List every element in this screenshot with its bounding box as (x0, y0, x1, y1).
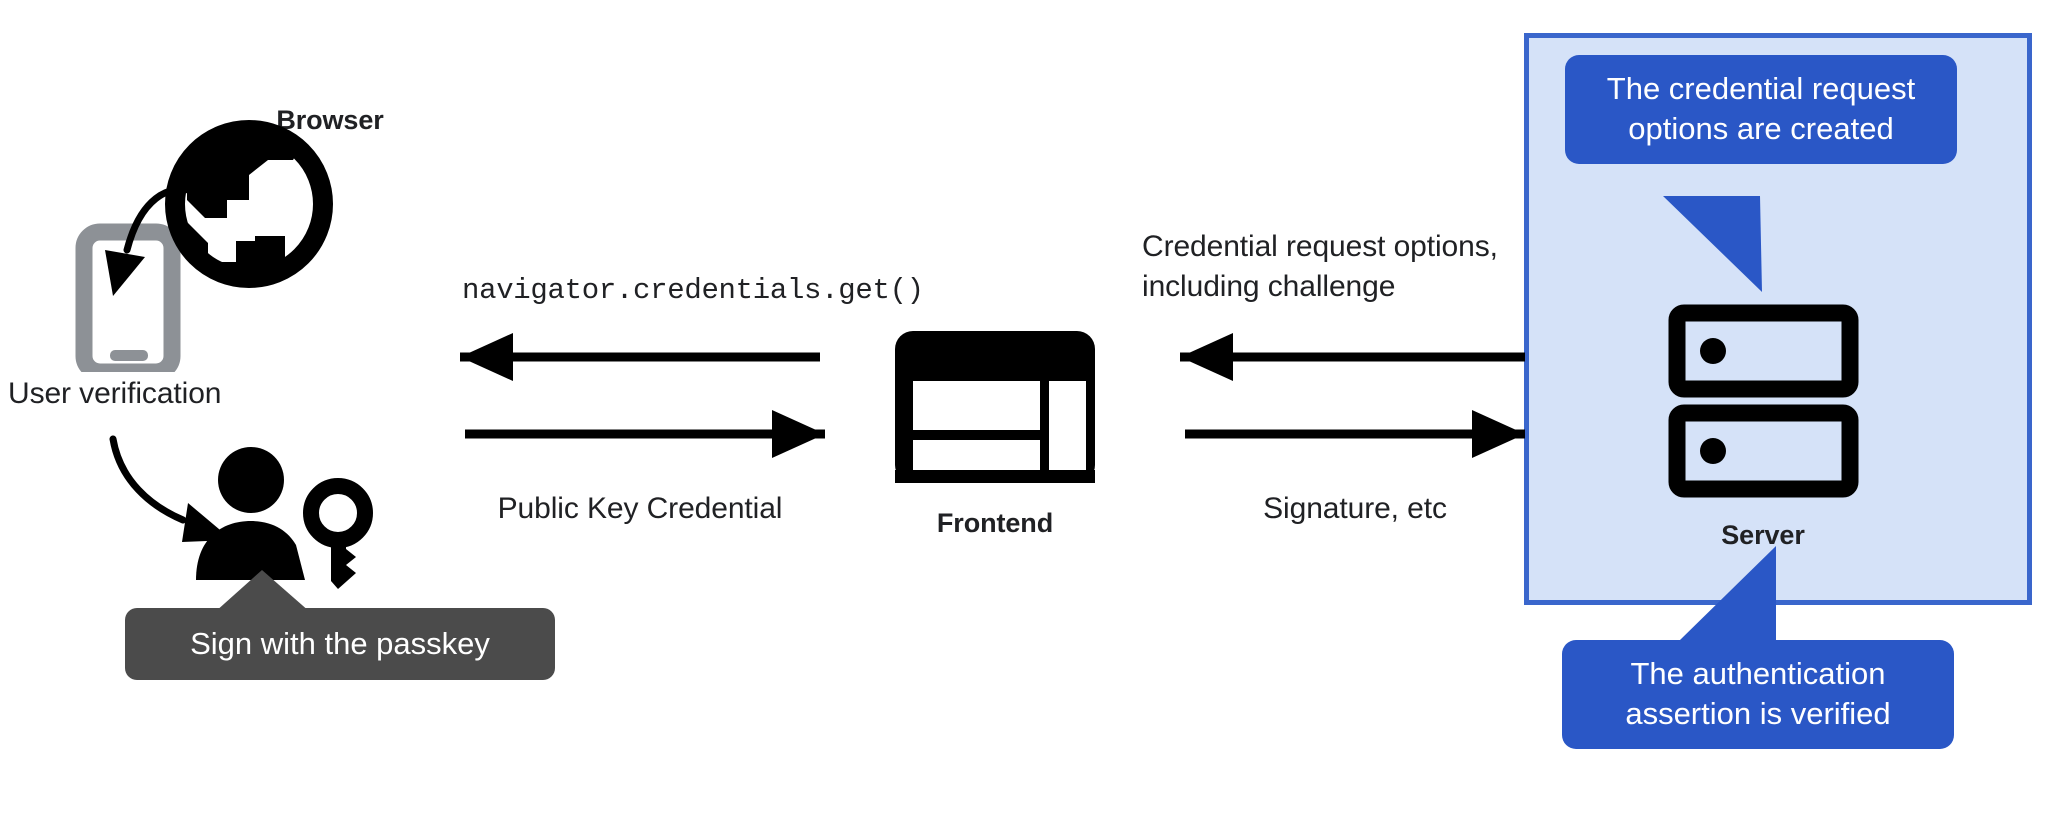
public-key-credential-label: Public Key Credential (497, 492, 783, 525)
person-with-key-icon (196, 447, 373, 589)
passkey-tooltip-tail (215, 570, 310, 612)
browser-label: Browser (276, 105, 384, 135)
callout-bottom-tail (1680, 546, 1776, 640)
callout-top-line2: options are created (1628, 110, 1894, 146)
user-verification-label-backdrop (2, 372, 260, 416)
arrow-credential-options-leftward (1180, 333, 1525, 381)
globe-icon (165, 120, 333, 288)
server-label: Server (1721, 520, 1805, 550)
passkey-tooltip-text: Sign with the passkey (190, 626, 490, 661)
callout-top-line1: The credential request (1606, 71, 1916, 106)
callout-top-tail (1663, 196, 1762, 292)
arrow-public-key-credential-rightward (465, 410, 825, 458)
credential-request-options-line2: including challenge (1142, 270, 1396, 303)
signature-etc-label: Signature, etc (1263, 492, 1447, 525)
credential-request-options-line1: Credential request options, (1142, 230, 1498, 263)
server-rack-icon (1668, 304, 1859, 498)
callout-bottom-line2: assertion is verified (1625, 695, 1891, 731)
passkey-tooltip: Sign with the passkey (125, 608, 555, 680)
navigator-credentials-get-label: navigator.credentials.get() (462, 274, 924, 307)
arrow-get-credentials-leftward (460, 333, 820, 381)
arrow-signature-rightward (1185, 410, 1525, 458)
arrow-browser-to-phone (105, 185, 200, 296)
user-verification-label: User verification (8, 377, 222, 410)
callout-credential-options-created: The credential request options are creat… (1565, 55, 1957, 165)
callout-assertion-verified: The authentication assertion is verified (1562, 640, 1954, 750)
web-layout-icon (895, 331, 1095, 489)
arrow-phone-to-user (109, 435, 232, 542)
frontend-label: Frontend (936, 508, 1054, 538)
callout-bottom-line1: The authentication (1630, 656, 1886, 691)
